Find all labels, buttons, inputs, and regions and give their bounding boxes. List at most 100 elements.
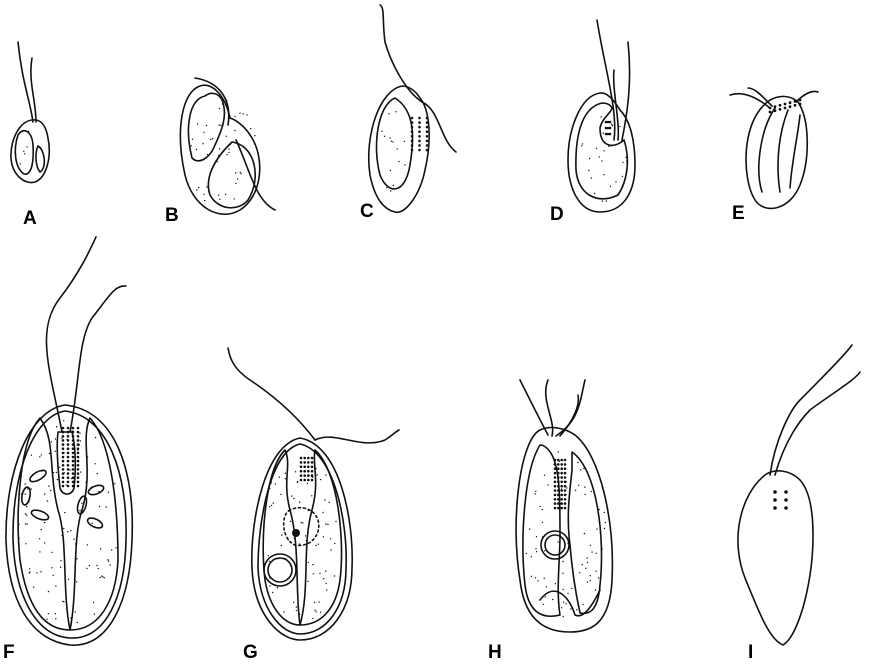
flagellum bbox=[520, 380, 548, 435]
stipple-dot bbox=[72, 452, 75, 455]
stipple-dot bbox=[411, 121, 414, 124]
stipple-dot bbox=[602, 200, 603, 201]
stipple-dot bbox=[110, 564, 111, 565]
stipple-dot bbox=[243, 113, 244, 114]
stipple-dot bbox=[588, 170, 589, 171]
stipple-dot bbox=[531, 576, 532, 577]
stipple-dot bbox=[426, 117, 429, 120]
stipple-dot bbox=[557, 494, 560, 497]
stipple-dot bbox=[595, 589, 596, 590]
stipple-dot bbox=[281, 545, 282, 546]
stipple bbox=[581, 116, 627, 202]
stipple-dot bbox=[554, 476, 557, 479]
stipple-dot bbox=[93, 602, 94, 603]
stipple-dot bbox=[89, 565, 90, 566]
stipple-dot bbox=[335, 521, 336, 522]
stipple-dot bbox=[418, 140, 421, 143]
stipple-dot bbox=[246, 114, 247, 115]
stipple-dot bbox=[44, 542, 45, 543]
stipple-dot bbox=[67, 427, 70, 430]
stipple-dot bbox=[794, 104, 797, 107]
nucleolus bbox=[292, 529, 300, 537]
stipple-dot bbox=[564, 489, 567, 492]
stipple-dot bbox=[560, 485, 563, 488]
stipple-dot bbox=[563, 589, 564, 590]
stipple-dot bbox=[207, 154, 208, 155]
stipple-dot bbox=[397, 148, 398, 149]
stipple-dot bbox=[577, 462, 578, 463]
stipple-dot bbox=[311, 470, 314, 473]
stipple-dot bbox=[426, 130, 429, 133]
stipple-dot bbox=[72, 430, 73, 431]
stipple-dot bbox=[196, 149, 197, 150]
cell-body-inner bbox=[13, 411, 126, 638]
stipple-dot bbox=[536, 536, 537, 537]
stipple-dot bbox=[25, 493, 26, 494]
stipple-dot bbox=[77, 449, 78, 450]
stipple-dot bbox=[564, 485, 567, 488]
stipple-dot bbox=[115, 547, 116, 548]
stipple-dot bbox=[330, 538, 331, 539]
stipple-dot bbox=[44, 493, 45, 494]
stipple-dot bbox=[612, 125, 613, 126]
stipple-dot bbox=[557, 502, 560, 505]
stipple-dot bbox=[557, 476, 560, 479]
stipple-dot bbox=[272, 592, 273, 593]
stipple-dot bbox=[542, 522, 543, 523]
stipple-dot bbox=[62, 485, 65, 488]
stipple-dot bbox=[230, 144, 231, 145]
stipple-dot bbox=[300, 466, 303, 469]
stipple-dot bbox=[585, 494, 586, 495]
stipple-dot bbox=[72, 468, 75, 471]
stipple-dot bbox=[73, 538, 74, 539]
pyrenoid-plate bbox=[28, 468, 48, 484]
stipple-dot bbox=[411, 135, 414, 138]
stipple-dot bbox=[535, 493, 536, 494]
striation bbox=[790, 115, 800, 188]
nucleus-outline bbox=[284, 508, 319, 546]
stipple-dot bbox=[228, 149, 229, 150]
stipple-dot bbox=[29, 568, 30, 569]
stipple-dot bbox=[322, 512, 323, 513]
stipple-dot bbox=[560, 498, 563, 501]
stipple-dot bbox=[582, 143, 583, 144]
stipple-dot bbox=[789, 105, 792, 108]
stipple-dot bbox=[63, 420, 64, 421]
stipple-dot bbox=[269, 561, 270, 562]
stipple-dot bbox=[77, 622, 78, 623]
stipple-dot bbox=[303, 474, 306, 477]
stipple-dot bbox=[313, 573, 314, 574]
stipple-dot bbox=[240, 172, 241, 173]
stipple-dot bbox=[554, 472, 557, 475]
stipple-dot bbox=[307, 479, 310, 482]
stipple-dot bbox=[319, 573, 320, 574]
stipple-dot bbox=[561, 488, 562, 489]
stipple-dot bbox=[290, 521, 291, 522]
stipple-dot bbox=[392, 141, 393, 142]
pyrenoid-plate bbox=[87, 484, 105, 497]
stipple-dot bbox=[75, 611, 76, 612]
stipple-dot bbox=[585, 568, 586, 569]
stipple-dot bbox=[555, 583, 556, 584]
stipple-dot bbox=[48, 613, 49, 614]
stipple-dot bbox=[580, 469, 581, 470]
stipple-dot bbox=[62, 468, 65, 471]
stipple-dot bbox=[291, 495, 292, 496]
stipple-dot bbox=[769, 111, 772, 114]
stipple-dot bbox=[554, 494, 557, 497]
cell-b bbox=[180, 78, 275, 214]
stipple-dot bbox=[784, 490, 788, 494]
stipple-dot bbox=[77, 431, 80, 434]
stipple-dot bbox=[560, 467, 563, 470]
stipple-dot bbox=[62, 447, 65, 450]
stipple-dot bbox=[601, 160, 602, 161]
stipple-dot bbox=[563, 602, 564, 603]
striation bbox=[759, 108, 775, 192]
stipple-dot bbox=[25, 543, 26, 544]
stipple-dot bbox=[587, 581, 588, 582]
stipple-dot bbox=[404, 141, 405, 142]
stipple-dot bbox=[64, 512, 65, 513]
stipple-dot bbox=[610, 186, 611, 187]
stipple-dot bbox=[74, 481, 75, 482]
stipple-dot bbox=[206, 125, 207, 126]
